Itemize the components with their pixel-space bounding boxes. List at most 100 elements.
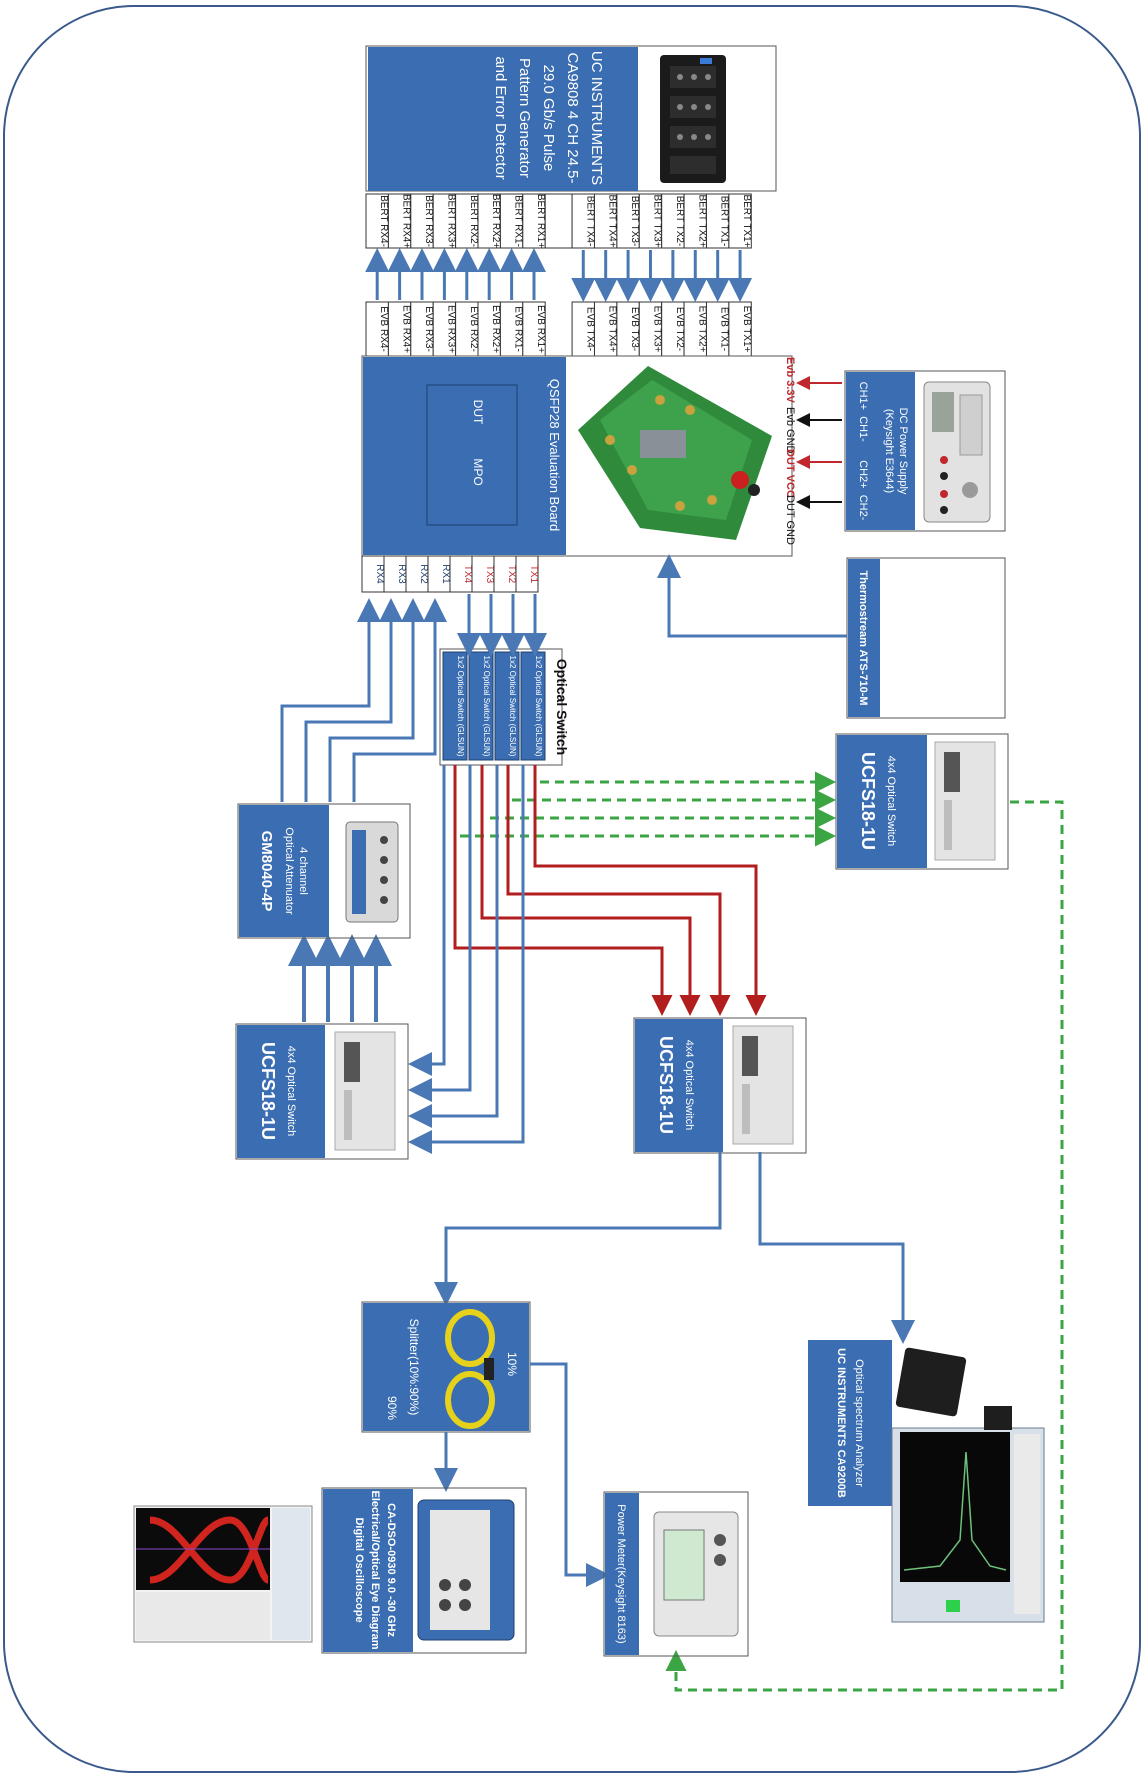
bert-line-1: CA9808 4 CH 24.5-	[564, 53, 581, 184]
dut-label: DUT	[471, 400, 485, 425]
bert-tx-port-2-label: BERT TX3-	[629, 196, 640, 247]
optical-spectrum-analyzer: Optical spectrum Analyzer UC INSTRUMENTS…	[808, 1340, 1044, 1622]
evb-rx-port-1: EVB RX4+	[388, 302, 411, 356]
bert-rx-port-1-label: BERT RX4+	[401, 194, 412, 249]
evb-tx-port-1: EVB TX4+	[594, 302, 617, 356]
evb-rx-port-3: EVB RX3+	[433, 302, 456, 356]
bert-rx-port-0-label: BERT RX4-	[378, 195, 389, 247]
bert-tx-port-4-label: BERT TX2-	[674, 196, 685, 247]
power-connections: Evb 3.3V Evb GND DUT VCC DUT GND	[784, 357, 842, 545]
optical-1x2-switch-3: 1x2 Optical Switch (GLSUN)	[521, 652, 545, 760]
optical-1x2-switch-label: 1x2 Optical Switch (GLSUN)	[534, 656, 543, 757]
evaluation-board-image	[578, 366, 772, 540]
bert-tx-port-6-label: BERT TX1-	[719, 196, 730, 247]
bert-tx-port-0: BERT TX4-	[572, 194, 595, 248]
bert-instrument: UC INSTRUMENTS CA9808 4 CH 24.5- 29.0 Gb…	[366, 46, 776, 191]
bert-tx-port-5-label: BERT TX2+	[696, 194, 707, 247]
evb-opt-port-0: RX4	[362, 556, 385, 592]
digital-oscilloscope: CA-DSO-0930 9.0 -30 GHz Electrical/Optic…	[322, 1488, 526, 1653]
bert-tx-port-7: BERT TX1+	[729, 194, 752, 248]
evaluation-board: QSFP28 Evaluation Board DUT MPO	[362, 356, 792, 556]
evb-rx-port-5: EVB RX2+	[478, 302, 501, 356]
bert-rx-port-3: BERT RX3+	[433, 194, 456, 249]
evb-rx-port-2-label: EVB RX3-	[423, 306, 434, 352]
evb-opt-port-4: TX4	[450, 556, 473, 592]
bert-line-3: Pattern Generator	[516, 58, 533, 178]
evb-opt-port-2: RX2	[406, 556, 429, 592]
evb-rx-port-6-label: EVB RX1-	[513, 306, 524, 352]
switch-top-image	[935, 742, 995, 860]
evb-rx-port-7: EVB RX1+	[523, 302, 546, 356]
evb-opt-port-5: TX3	[472, 556, 495, 592]
evb-tx-port-0-label: EVB TX4-	[584, 307, 595, 351]
bert-rx-port-2-label: BERT RX3-	[423, 195, 434, 247]
evb-tx-port-5: EVB TX2+	[684, 302, 707, 356]
optical-1x2-switch-0: 1x2 Optical Switch (GLSUN)	[443, 652, 467, 760]
power-meter: Power Meter(Keysight 8163)	[604, 1492, 748, 1656]
evb-tx-port-7: EVB TX1+	[729, 302, 752, 356]
splitter-10pct: 10%	[505, 1352, 519, 1376]
optical-attenuator: 4 channel Optical Attenuator GM8040-4P	[238, 804, 410, 938]
switch-top-model: UCFS18-1U	[858, 752, 878, 850]
bert-tx-port-7-label: BERT TX1+	[741, 194, 752, 247]
evb-tx-port-3: EVB TX3+	[639, 302, 662, 356]
switch-mid-model: UCFS18-1U	[656, 1036, 676, 1134]
splitter-label: Splitter(10%:90%)	[407, 1319, 421, 1416]
evb-tx-port-2-label: EVB TX3-	[629, 307, 640, 351]
bert-tx-port-4: BERT TX2-	[662, 194, 685, 248]
switch-left-image	[335, 1032, 395, 1150]
evb-rx-port-4: EVB RX2-	[456, 302, 479, 356]
bert-rx-port-4: BERT RX2-	[456, 194, 479, 248]
evb-tx-port-4: EVB TX2-	[662, 302, 685, 356]
splitter-90pct: 90%	[385, 1396, 399, 1420]
power-meter-image	[654, 1512, 738, 1636]
switch-left-model: UCFS18-1U	[258, 1042, 278, 1140]
osa-image	[892, 1347, 1044, 1622]
bert-title: UC INSTRUMENTS	[588, 51, 605, 185]
osa-line1: Optical spectrum Analyzer	[853, 1359, 865, 1487]
evb-tx-port-1-label: EVB TX4+	[607, 306, 618, 353]
bert-rx-port-6: BERT RX1-	[500, 194, 523, 248]
evb-opt-port-6: TX2	[494, 556, 517, 592]
evb-port-table: EVB RX4- EVB RX4+ EVB RX3-EVB RX3+ EVB RX2-…	[366, 302, 752, 356]
bert-line-4: and Error Detector	[492, 56, 509, 179]
psu-model: (Keysight E3644)	[883, 409, 895, 493]
evb-rx-port-4-label: EVB RX2-	[468, 306, 479, 352]
thermostream-label: Thermostream ATS-710-M	[857, 570, 869, 705]
optical-1x2-switch-label: 1x2 Optical Switch (GLSUN)	[482, 656, 491, 757]
dc-power-supply: DC Power Supply (Keysight E3644) CH1+ CH…	[845, 371, 1005, 531]
evb-opt-port-5-label: TX3	[484, 565, 495, 584]
switch-mid-desc: 4x4 Optical Switch	[683, 1040, 695, 1130]
attenuator-line2: Optical Attenuator	[283, 827, 295, 915]
power-meter-label: Power Meter(Keysight 8163)	[615, 1504, 627, 1643]
evb-opt-port-3-label: RX1	[440, 564, 451, 584]
evb-tx-port-7-label: EVB TX1+	[741, 306, 752, 353]
switch-left-desc: 4x4 Optical Switch	[285, 1046, 297, 1136]
evb-tx-port-3-label: EVB TX3+	[651, 306, 662, 353]
switch-left: 4x4 Optical Switch UCFS18-1U	[236, 1024, 408, 1159]
evb-tx-port-5-label: EVB TX2+	[696, 306, 707, 353]
evb-opt-port-0-label: RX4	[374, 564, 385, 584]
evb-gnd-label: Evb GND	[784, 407, 796, 454]
bert-tx-port-3: BERT TX3+	[639, 194, 662, 248]
bert-rx-port-1: BERT RX4+	[388, 194, 411, 249]
dut-gnd-label: DUT GND	[784, 495, 796, 545]
eye-diagram-image	[134, 1506, 312, 1642]
switch-top: 4x4 Optical Switch UCFS18-1U	[836, 734, 1008, 869]
bert-line-2: 29.0 Gb/s Pulse	[540, 65, 557, 172]
evb-opt-port-7-label: TX1	[528, 565, 539, 584]
optical-1x2-switch-2: 1x2 Optical Switch (GLSUN)	[495, 652, 519, 760]
evb-rx-port-1-label: EVB RX4+	[401, 305, 412, 353]
evb-rx-port-0: EVB RX4-	[366, 302, 389, 356]
bert-rx-port-4-label: BERT RX2-	[468, 195, 479, 247]
bert-tx-port-6: BERT TX1-	[706, 194, 729, 248]
attenuator-line1: 4 channel	[297, 847, 309, 895]
evb-tx-port-4-label: EVB TX2-	[674, 307, 685, 351]
evb-opt-port-7: TX1	[516, 556, 539, 592]
bert-tx-port-2: BERT TX3-	[617, 194, 640, 248]
bert-rx-port-2: BERT RX3-	[411, 194, 434, 248]
optical-1x2-switch-label: 1x2 Optical Switch (GLSUN)	[508, 656, 517, 757]
mpo-label: MPO	[471, 458, 485, 485]
scope-line1: CA-DSO-0930 9.0 -30 GHz	[385, 1503, 397, 1637]
